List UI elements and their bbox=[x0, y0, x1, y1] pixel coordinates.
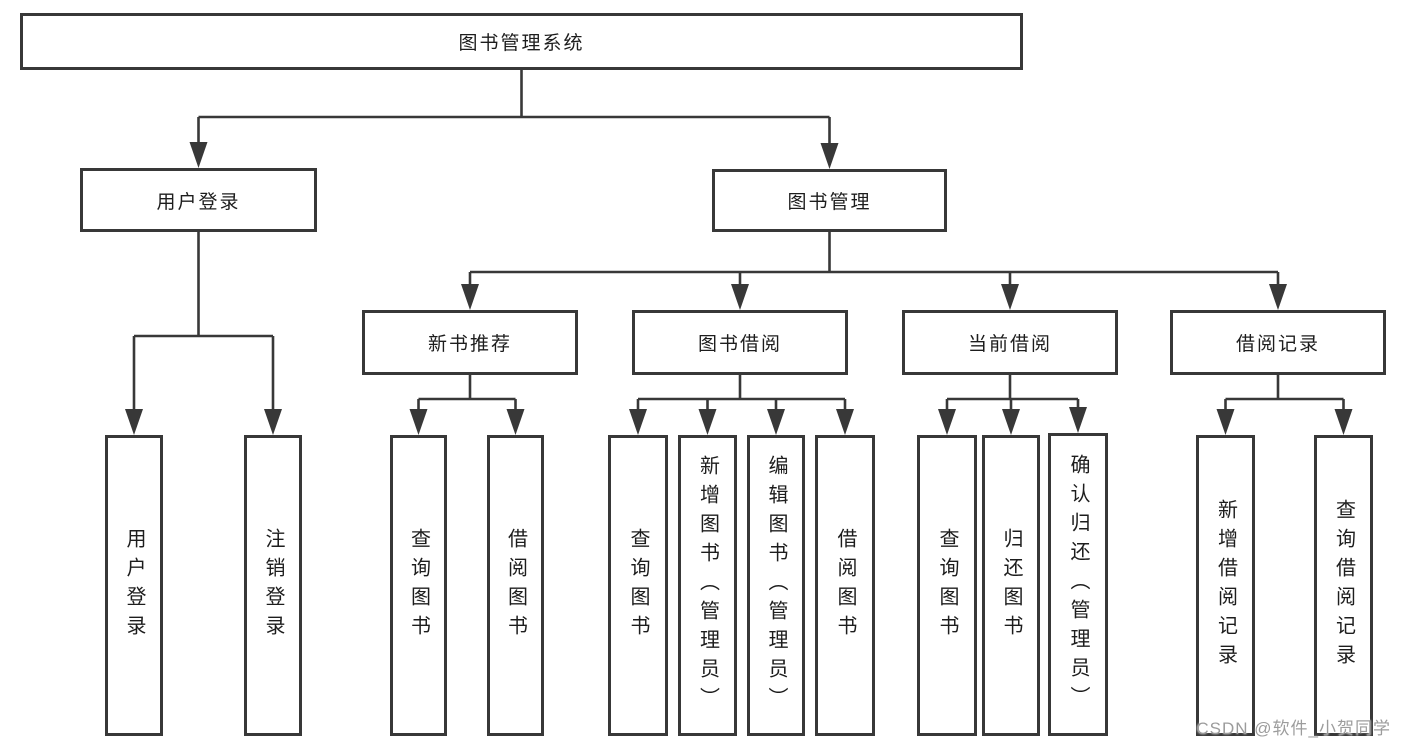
leaf-query-books-borrow: 查询图书 bbox=[608, 435, 668, 736]
leaf-confirm-return-admin: 确认归还（管理员） bbox=[1048, 433, 1108, 736]
leaf-label: 归还图书 bbox=[1000, 527, 1022, 644]
leaf-label: 确认归还（管理员） bbox=[1067, 454, 1089, 715]
node-label: 图书管理 bbox=[787, 192, 872, 213]
node-current-borrowing: 当前借阅 bbox=[902, 310, 1118, 375]
node-new-book-recommend: 新书推荐 bbox=[362, 310, 578, 375]
leaf-label: 查询借阅记录 bbox=[1332, 498, 1355, 673]
leaf-borrow-books-recommend: 借阅图书 bbox=[487, 435, 544, 736]
leaf-borrow-books: 借阅图书 bbox=[815, 435, 875, 736]
leaf-query-borrow-record: 查询借阅记录 bbox=[1314, 435, 1373, 736]
leaf-label: 查询图书 bbox=[407, 527, 430, 644]
leaf-label: 编辑图书（管理员） bbox=[765, 455, 787, 716]
leaf-label: 查询图书 bbox=[936, 527, 958, 644]
csdn-watermark: CSDN @软件_小贺同学 bbox=[1196, 719, 1391, 738]
node-book-management: 图书管理 bbox=[712, 169, 947, 232]
leaf-query-books-recommend: 查询图书 bbox=[390, 435, 447, 736]
leaf-query-books-current: 查询图书 bbox=[917, 435, 977, 736]
leaf-return-books: 归还图书 bbox=[982, 435, 1040, 736]
leaf-label: 查询图书 bbox=[627, 527, 649, 644]
leaf-logout: 注销登录 bbox=[244, 435, 302, 736]
node-book-borrowing: 图书借阅 bbox=[632, 310, 848, 375]
leaf-label: 用户登录 bbox=[123, 527, 145, 644]
leaf-add-borrow-record: 新增借阅记录 bbox=[1196, 435, 1255, 736]
node-label: 图书借阅 bbox=[697, 334, 782, 355]
leaf-label: 借阅图书 bbox=[504, 527, 527, 644]
node-label: 新书推荐 bbox=[427, 334, 512, 355]
leaf-label: 新增图书（管理员） bbox=[696, 455, 719, 716]
node-label: 用户登录 bbox=[156, 191, 241, 213]
node-label: 当前借阅 bbox=[967, 334, 1052, 355]
leaf-add-book-admin: 新增图书（管理员） bbox=[678, 435, 737, 736]
leaf-label: 注销登录 bbox=[262, 527, 284, 644]
node-user-login: 用户登录 bbox=[80, 168, 317, 232]
node-borrowing-records: 借阅记录 bbox=[1170, 310, 1386, 375]
node-label: 借阅记录 bbox=[1235, 334, 1320, 355]
leaf-edit-book-admin: 编辑图书（管理员） bbox=[747, 435, 805, 736]
node-library-system-root: 图书管理系统 bbox=[20, 13, 1023, 70]
leaf-label: 新增借阅记录 bbox=[1214, 498, 1237, 673]
leaf-label: 借阅图书 bbox=[834, 527, 856, 644]
node-label: 图书管理系统 bbox=[458, 33, 585, 54]
leaf-user-login: 用户登录 bbox=[105, 435, 163, 736]
